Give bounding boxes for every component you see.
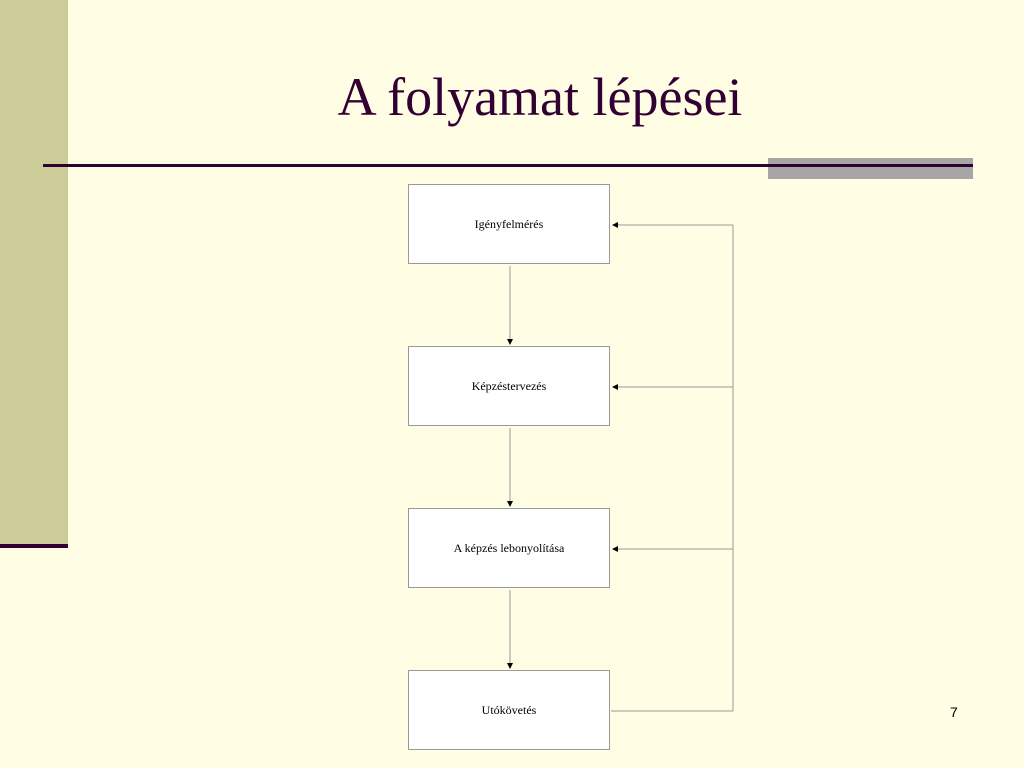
step-box-needs-assessment: Igényfelmérés [408,184,610,264]
step-box-training-delivery: A képzés lebonyolítása [408,508,610,588]
step-box-training-planning: Képzéstervezés [408,346,610,426]
side-decor-bar [0,0,68,544]
slide-title: A folyamat lépései [337,67,743,127]
title-underline-accent [768,158,973,179]
step-label: Utókövetés [481,702,537,717]
step-label: Képzéstervezés [471,378,547,393]
step-label: A képzés lebonyolítása [453,540,565,555]
step-box-follow-up: Utókövetés [408,670,610,750]
title-underline [43,164,973,167]
side-decor-line [0,544,68,548]
step-label: Igényfelmérés [474,216,544,231]
page-number: 7 [950,704,958,720]
